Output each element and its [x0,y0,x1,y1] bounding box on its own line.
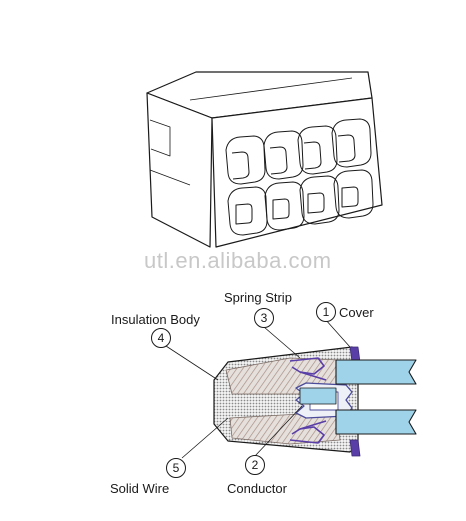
callout-5-label-solid-wire: Solid Wire [110,481,170,496]
callout-5-number: 5 [166,458,186,478]
callout-2-label-conductor: Conductor [227,481,287,496]
callout-4-label-insulation-body: Insulation Body [111,312,200,327]
callout-3-number: 3 [254,308,274,328]
connector-block-illustration [146,71,383,248]
callout-3-label-spring-strip: Spring Strip [224,290,292,305]
callout-1-label-cover: Cover [339,305,374,320]
watermark-text: utl.en.alibaba.com [144,248,332,273]
callout-4-number: 4 [151,328,171,348]
cross-section-illustration [165,318,417,459]
callout-2-number: 2 [245,455,265,475]
callout-1-number: 1 [316,302,336,322]
spring-strip-shape [289,357,327,444]
solid-wire-shape [299,359,417,435]
